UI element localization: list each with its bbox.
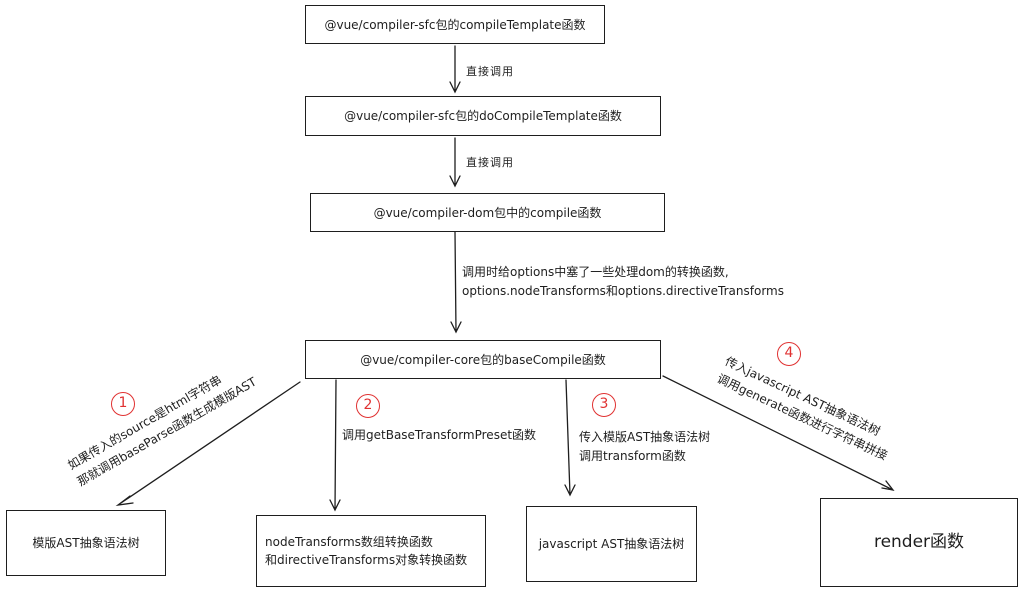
arrow-direct-call-2 [449,137,461,188]
arrow-step-3 [564,379,576,497]
compiler-dom-compile-node: @vue/compiler-dom包中的compile函数 [310,193,665,232]
step-3-badge: 3 [592,393,616,417]
step-3-label-line1: 传入模版AST抽象语法树 [579,430,711,444]
do-compile-template-label: @vue/compiler-sfc包的doCompileTemplate函数 [344,109,622,123]
transforms-node: nodeTransforms数组转换函数 和directiveTransform… [256,515,486,587]
template-ast-label: 模版AST抽象语法树 [32,536,140,550]
js-ast-label: javascript AST抽象语法树 [538,537,685,551]
direct-call-label-1: 直接调用 [466,65,514,78]
arrow-step-1 [115,381,301,506]
do-compile-template-node: @vue/compiler-sfc包的doCompileTemplate函数 [305,96,661,136]
arrow-step-4 [662,375,895,491]
arrow-direct-call-1 [449,45,461,94]
compile-template-label: @vue/compiler-sfc包的compileTemplate函数 [324,17,586,32]
options-label-line1: 调用时给options中塞了一些处理dom的转换函数, [462,265,729,279]
options-label: 调用时给options中塞了一些处理dom的转换函数, options.node… [462,263,784,300]
base-compile-node: @vue/compiler-core包的baseCompile函数 [305,340,661,379]
step-2-badge: 2 [356,394,380,418]
arrow-options [450,231,462,334]
render-label: render函数 [873,531,965,552]
transforms-label-line1: nodeTransforms数组转换函数 [265,535,433,549]
step-3-label-line2: 调用transform函数 [579,448,686,463]
render-node: render函数 [820,498,1018,587]
step-3-label: 传入模版AST抽象语法树 调用transform函数 [579,428,710,465]
template-ast-node: 模版AST抽象语法树 [6,510,166,576]
transforms-label-line2: 和directiveTransforms对象转换函数 [265,553,468,567]
compiler-dom-compile-label: @vue/compiler-dom包中的compile函数 [373,205,602,220]
step-2-label: 调用getBaseTransformPreset函数 [342,428,537,442]
arrow-step-2 [329,379,341,512]
step-1-badge: 1 [111,392,135,416]
direct-call-label-2: 直接调用 [466,156,514,169]
options-label-line2: options.nodeTransforms和options.directive… [462,283,784,298]
compile-template-node: @vue/compiler-sfc包的compileTemplate函数 [305,5,605,44]
step-4-badge: 4 [777,342,801,366]
js-ast-node: javascript AST抽象语法树 [526,506,697,582]
base-compile-label: @vue/compiler-core包的baseCompile函数 [360,352,606,367]
